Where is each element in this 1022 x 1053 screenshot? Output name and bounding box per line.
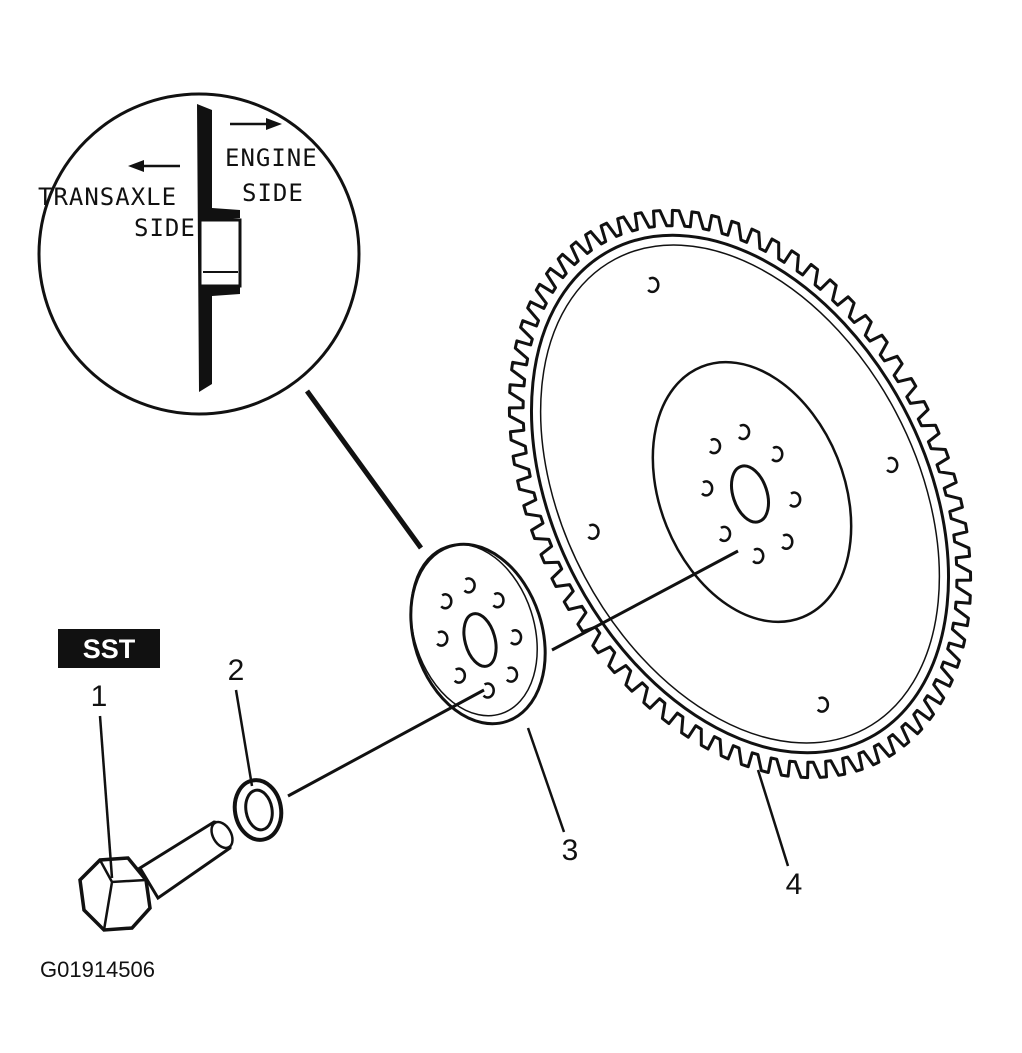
engine-side-arrow-icon: [230, 118, 282, 130]
callout-number-1: 1: [91, 680, 108, 713]
flywheel-outer-hole: [816, 696, 830, 713]
callout-number-4: 4: [786, 868, 803, 901]
spacer-center-hole: [462, 612, 498, 668]
inset-leader-line: [304, 389, 424, 550]
spacer-bolt-hole: [453, 667, 467, 684]
flywheel-center-hole: [730, 464, 770, 524]
sst-badge-label: SST: [83, 634, 136, 664]
detail-inset: ENGINE SIDE TRANSAXLE SIDE: [37, 92, 424, 550]
transaxle-side-label-line1: TRANSAXLE: [38, 183, 177, 211]
callout-4: 4: [756, 769, 803, 901]
plate-cross-section: [197, 104, 242, 392]
transaxle-side-label-line2: SIDE: [134, 214, 196, 242]
spacer-bolt-hole: [509, 629, 523, 646]
flywheel-hub: [651, 360, 853, 624]
spacer-bolt-hole: [463, 577, 476, 594]
spacer-bolt-hole: [436, 630, 449, 647]
sst-badge: SST: [58, 629, 160, 668]
flywheel-bolt: [78, 820, 234, 932]
callout-number-3: 3: [562, 834, 579, 867]
callout-2: 2: [228, 654, 254, 787]
spacer-bolt-hole: [505, 666, 519, 683]
flywheel-bolt-hole: [737, 423, 751, 441]
flywheel-outer-hole: [886, 456, 899, 474]
flywheel-outer-hole: [647, 276, 660, 294]
spacer-bolt-hole: [440, 593, 453, 610]
flywheel-bolt-hole: [708, 437, 722, 455]
flywheel-outer-holes: [587, 276, 899, 713]
callout-number-2: 2: [228, 654, 245, 687]
spacer-plate: [409, 542, 547, 726]
spacer-bolt-hole: [492, 592, 505, 609]
washer: [232, 778, 284, 842]
flywheel-bolt-hole: [789, 491, 802, 508]
flywheel-bolt-hole: [781, 533, 794, 550]
flywheel-outer-hole: [587, 523, 600, 540]
flywheel-bolt-hole: [718, 525, 732, 543]
flywheel-bolt-hole: [771, 445, 784, 463]
flywheel: [507, 208, 973, 780]
flywheel-bolt-holes: [701, 423, 802, 565]
flywheel-bolt-hole: [752, 547, 765, 565]
callout-3: 3: [526, 727, 579, 867]
flywheel-rim: [530, 233, 950, 755]
transaxle-side-arrow-icon: [128, 160, 180, 172]
flywheel-inner-rim: [539, 244, 941, 744]
figure-code: G01914506: [40, 957, 155, 982]
alignment-line-flywheel: [551, 549, 739, 652]
spacer-bolt-hole: [482, 682, 495, 699]
alignment-line-washer: [287, 688, 485, 798]
spacer-bolt-holes: [436, 577, 523, 699]
engine-side-label-line2: SIDE: [242, 179, 304, 207]
flywheel-bolt-hole: [701, 480, 714, 497]
callout-1: 1: [91, 680, 114, 879]
engine-side-label-line1: ENGINE: [225, 144, 318, 172]
